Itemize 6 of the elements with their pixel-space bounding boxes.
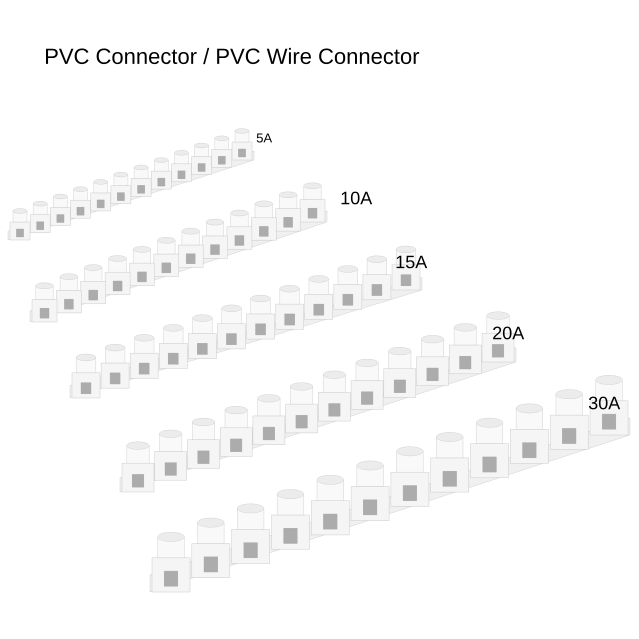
rating-label: 5A [256,133,272,143]
rating-label: 10A [342,192,372,204]
rating-label: 30A [588,396,620,410]
rating-label: 20A [493,326,524,340]
rating-label: 15A [396,256,428,268]
title: PVC Connector / PVC Wire Connector [46,48,420,64]
